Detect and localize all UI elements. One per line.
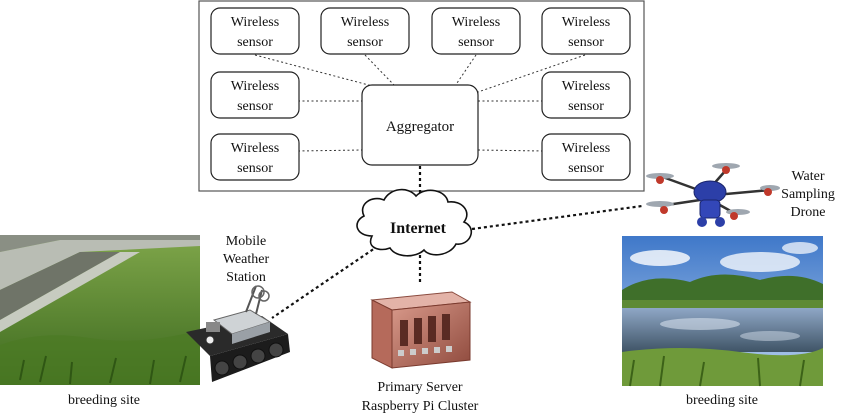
- svg-text:Wireless: Wireless: [562, 141, 610, 156]
- right-site-caption: breeding site: [686, 393, 758, 408]
- aggregator-node: Aggregator: [361, 84, 479, 166]
- svg-text:sensor: sensor: [568, 161, 604, 176]
- sensor-links: [254, 54, 586, 152]
- svg-text:sensor: sensor: [568, 99, 604, 114]
- wireless-sensor: Wireless sensor: [541, 7, 631, 55]
- wireless-sensor: Wireless sensor: [320, 7, 410, 55]
- svg-text:sensor: sensor: [458, 35, 494, 50]
- drone-label: Drone: [791, 205, 826, 220]
- mobile-station-label: Station: [226, 270, 266, 285]
- drone-label: Sampling: [781, 187, 835, 202]
- svg-text:Wireless: Wireless: [231, 141, 279, 156]
- wireless-sensor: Wireless sensor: [431, 7, 521, 55]
- svg-text:Internet: Internet: [390, 220, 447, 237]
- svg-text:sensor: sensor: [237, 99, 273, 114]
- svg-text:Wireless: Wireless: [231, 15, 279, 30]
- svg-text:sensor: sensor: [568, 35, 604, 50]
- wireless-sensor: Wireless sensor: [541, 133, 631, 181]
- wireless-sensor: Wireless sensor: [210, 133, 300, 181]
- svg-text:Wireless: Wireless: [562, 15, 610, 30]
- internet-links: [271, 166, 643, 319]
- water-sampling-drone: [646, 163, 780, 227]
- svg-text:Aggregator: Aggregator: [386, 119, 454, 135]
- wireless-sensor: Wireless sensor: [210, 71, 300, 119]
- raspberry-pi-cluster-image: [370, 291, 472, 369]
- svg-text:Wireless: Wireless: [562, 79, 610, 94]
- mobile-weather-station-robot: [186, 285, 290, 382]
- wireless-sensor: Wireless sensor: [210, 7, 300, 55]
- drone-label: Water: [791, 169, 824, 184]
- server-label: Primary Server: [377, 380, 462, 395]
- svg-text:Wireless: Wireless: [341, 15, 389, 30]
- mobile-station-label: Mobile: [226, 234, 266, 249]
- right-breeding-site-photo: [622, 236, 823, 387]
- wireless-sensor: Wireless sensor: [541, 71, 631, 119]
- left-site-caption: breeding site: [68, 393, 140, 408]
- internet-cloud: Internet: [356, 188, 473, 257]
- svg-text:sensor: sensor: [237, 35, 273, 50]
- left-breeding-site-photo: [0, 235, 200, 385]
- svg-text:Wireless: Wireless: [231, 79, 279, 94]
- svg-text:sensor: sensor: [237, 161, 273, 176]
- svg-text:sensor: sensor: [347, 35, 383, 50]
- mobile-station-label: Weather: [223, 252, 270, 267]
- server-label: Raspberry Pi Cluster: [362, 399, 479, 414]
- svg-text:Wireless: Wireless: [452, 15, 500, 30]
